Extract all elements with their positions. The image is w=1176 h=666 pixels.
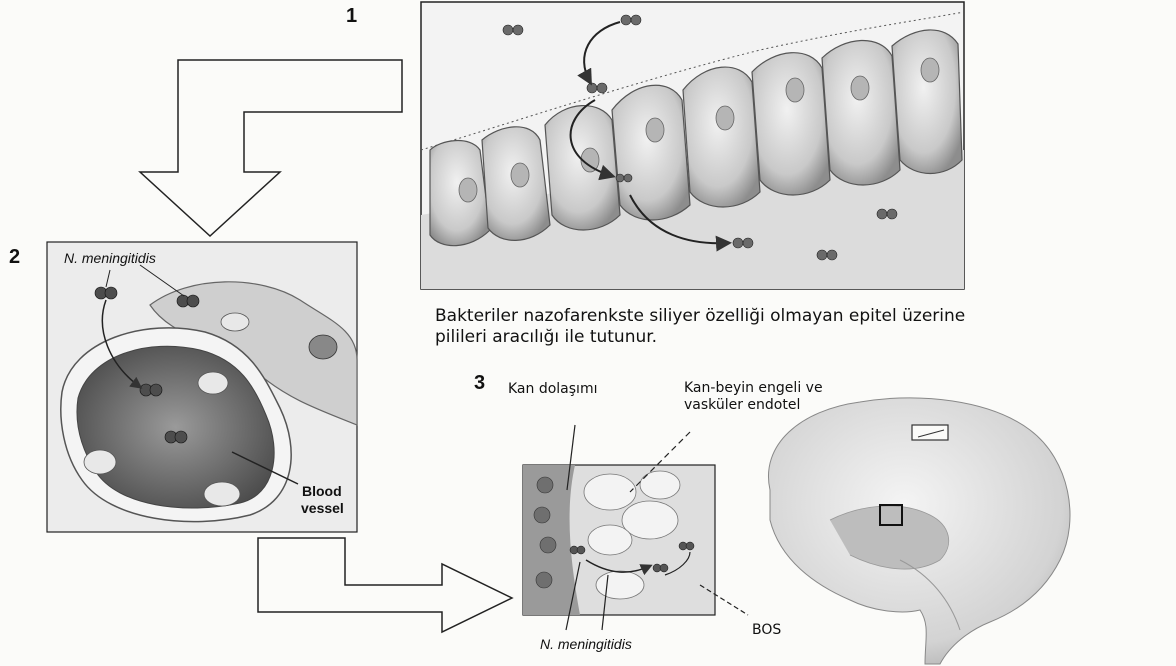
step-2-number: 2 (9, 246, 20, 269)
vessel-label-line1: Blood (302, 483, 342, 500)
flow-arrow-2-to-3 (258, 538, 512, 632)
brain-illustration (768, 398, 1070, 664)
caption-line2: pilileri aracılığı ile tutunur. (435, 327, 657, 348)
step-3-number: 3 (474, 372, 485, 395)
flow-arrow-1-to-2 (140, 60, 402, 236)
barrier-label-line2: vasküler endotel (684, 397, 800, 414)
bbb-panel (523, 465, 715, 615)
brain-label-box (912, 425, 948, 440)
epithelium-panel (421, 2, 964, 289)
bloodstream-label: Kan dolaşımı (508, 381, 597, 398)
barrier-label-line1: Kan-beyin engeli ve (684, 380, 823, 397)
step-3-organism-label: N. meningitidis (540, 636, 632, 652)
step-1-number: 1 (346, 5, 357, 28)
csf-label: BOS (752, 622, 781, 639)
step-2-organism-label: N. meningitidis (64, 250, 156, 266)
vessel-label-line2: vessel (301, 500, 344, 517)
caption-line1: Bakteriler nazofarenkste siliyer özelliğ… (435, 306, 965, 327)
